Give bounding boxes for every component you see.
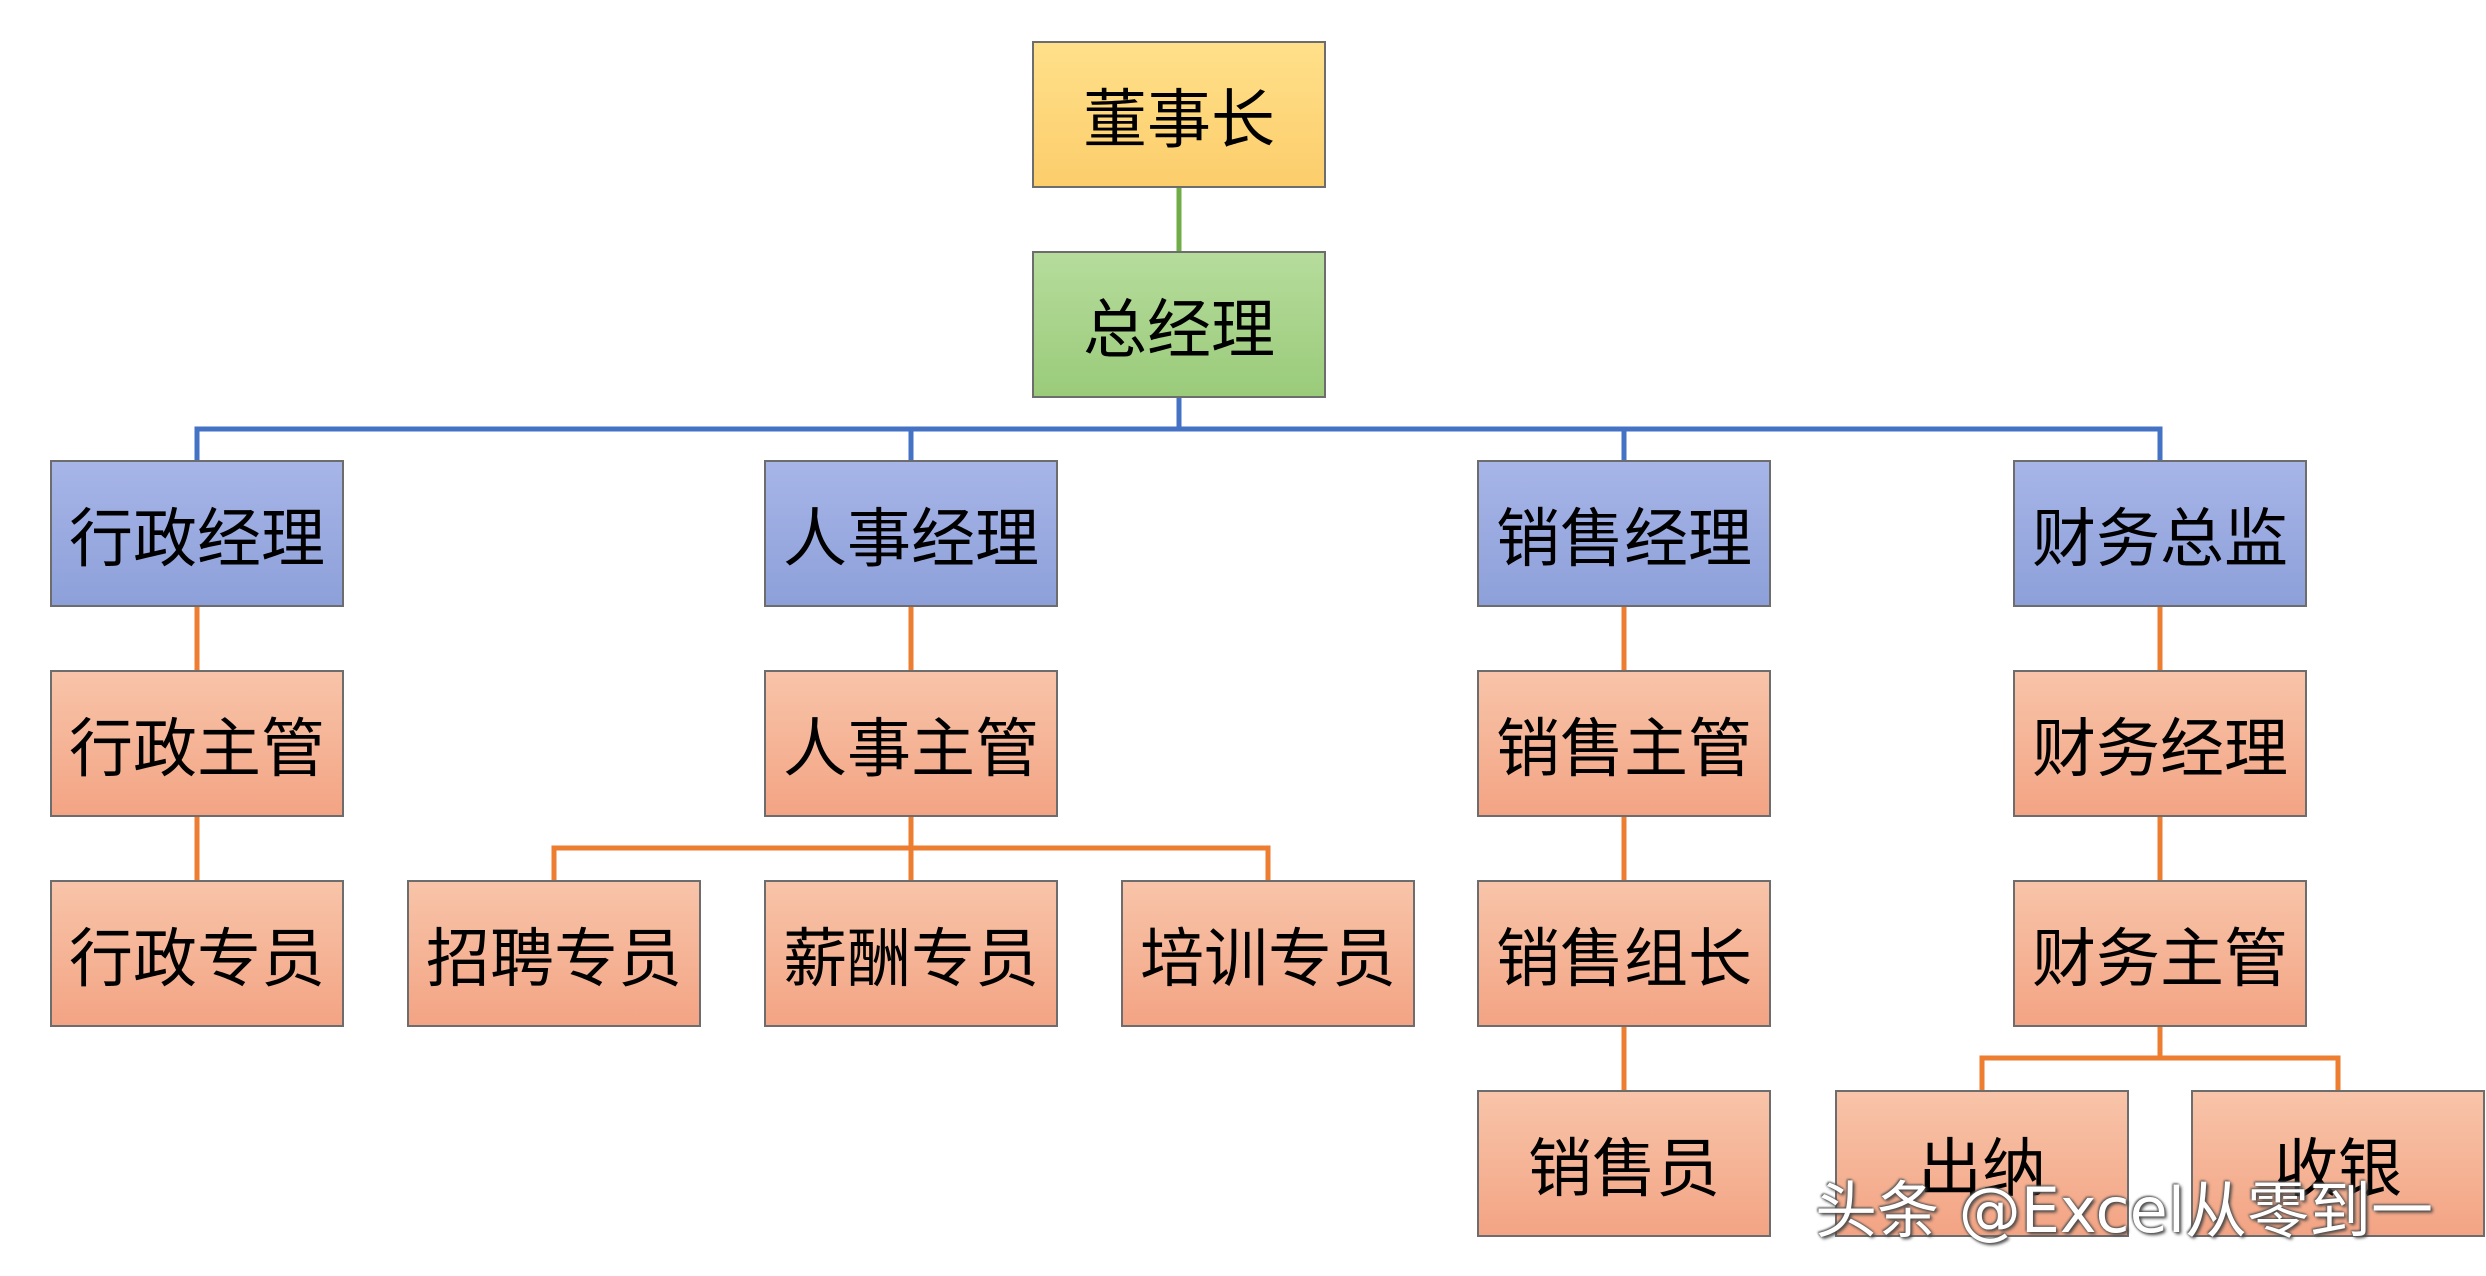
node-hr-manager: 人事经理 xyxy=(764,460,1058,607)
hr-chain-connector xyxy=(551,607,1271,880)
node-finance-supervisor: 财务主管 xyxy=(2013,880,2307,1027)
node-finance-manager: 财务经理 xyxy=(2013,670,2307,817)
node-admin-specialist: 行政专员 xyxy=(50,880,344,1027)
node-chairman: 董事长 xyxy=(1032,41,1326,188)
watermark: 头条 @Excel从零到一 xyxy=(1815,1174,2433,1247)
node-recruitment-specialist: 招聘专员 xyxy=(407,880,701,1027)
finance-chain-connector xyxy=(1979,607,2341,1090)
node-admin-manager: 行政经理 xyxy=(50,460,344,607)
node-general-manager: 总经理 xyxy=(1032,251,1326,398)
node-training-specialist: 培训专员 xyxy=(1121,880,1415,1027)
node-sales-supervisor: 销售主管 xyxy=(1477,670,1771,817)
gm-managers-connector xyxy=(194,398,2163,460)
node-admin-supervisor: 行政主管 xyxy=(50,670,344,817)
node-sales-team-leader: 销售组长 xyxy=(1477,880,1771,1027)
node-receiving: 收银 xyxy=(2191,1090,2485,1237)
node-hr-supervisor: 人事主管 xyxy=(764,670,1058,817)
node-finance-director: 财务总监 xyxy=(2013,460,2307,607)
node-sales-manager: 销售经理 xyxy=(1477,460,1771,607)
node-salesperson: 销售员 xyxy=(1477,1090,1771,1237)
node-salary-specialist: 薪酬专员 xyxy=(764,880,1058,1027)
node-cashier: 出纳 xyxy=(1835,1090,2129,1237)
